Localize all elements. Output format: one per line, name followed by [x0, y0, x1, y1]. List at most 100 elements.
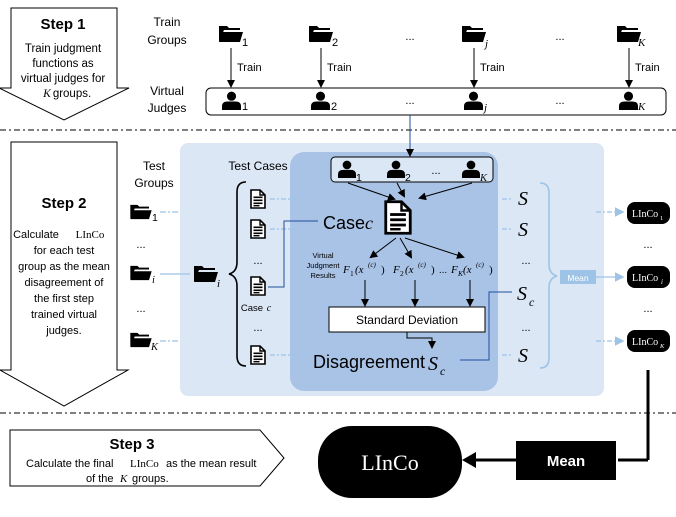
step1-title: Step 1	[40, 16, 85, 33]
test-cases-label: Test Cases	[228, 159, 287, 173]
step2-line-1b: LInCo	[76, 229, 105, 241]
case-judge-sub-k: K	[479, 173, 488, 184]
case-c-small-var: c	[267, 303, 272, 314]
linco-pill-1-sub: 1	[660, 215, 663, 222]
step3-title: Step 3	[109, 436, 154, 453]
group-i-sub: i	[217, 278, 220, 290]
svg-text:): )	[431, 264, 435, 276]
train-groups-label-2: Groups	[147, 33, 186, 47]
f2-formula: F 2 (x (c) )	[392, 261, 435, 278]
disagreement-s: S	[428, 353, 438, 375]
step1-line-2: functions as	[32, 58, 94, 70]
mean-badge	[560, 270, 596, 284]
judge-sub-1: 1	[242, 101, 248, 113]
svg-text:(x: (x	[463, 264, 472, 276]
f1-formula: F 1 (x (c) )	[342, 261, 385, 278]
svg-text:): )	[489, 264, 493, 276]
case-judge-ellipsis: ...	[431, 165, 440, 177]
s-ellipsis-2: ...	[521, 322, 530, 334]
train-label-3: Train	[480, 62, 505, 74]
virtual-judges-label-2: Judges	[148, 101, 187, 115]
train-group-sub-j: j	[483, 38, 488, 50]
final-linco-pill	[318, 426, 462, 498]
svg-text:(x: (x	[405, 264, 414, 276]
train-label-1: Train	[237, 62, 262, 74]
std-label: Standard Deviation	[356, 313, 458, 327]
test-groups-label-2: Groups	[134, 176, 173, 190]
s-value-c-sub: c	[529, 295, 535, 309]
folder-icon	[462, 26, 486, 42]
svg-text:(c): (c)	[476, 261, 484, 269]
mean-badge-label: Mean	[567, 273, 589, 283]
step1-line-4: groups.	[53, 88, 91, 100]
document-icon	[250, 219, 266, 239]
judge-ellipsis-2: ...	[555, 95, 564, 107]
svg-text:1: 1	[350, 269, 354, 278]
linco-pill-1	[627, 202, 670, 224]
step2-line-5: the first step	[34, 293, 94, 305]
case-judge-sub-2: 2	[405, 172, 411, 184]
step1-line-3: virtual judges for	[21, 73, 106, 85]
step2-line-2: for each test	[34, 245, 95, 257]
f-ellipsis: ...	[439, 265, 447, 276]
train-group-sub-2: 2	[332, 37, 338, 49]
train-label-4: Train	[635, 62, 660, 74]
step1-line-1: Train judgment	[25, 43, 102, 55]
final-linco-label: LInCo	[361, 450, 418, 475]
step2-line-1: Calculate	[13, 229, 59, 241]
virtual-judges-box	[205, 87, 667, 116]
results-label-3: Results	[310, 271, 335, 280]
linco-pill-i-sub: i	[661, 278, 663, 286]
document-icon	[250, 345, 266, 365]
folder-icon	[130, 204, 152, 220]
test-group-ellipsis-2: ...	[136, 303, 145, 315]
case-big-label: Case	[323, 213, 365, 233]
case-ellipsis-1: ...	[253, 255, 262, 267]
linco-pill-i	[627, 266, 670, 288]
step2-section: Step 2 Calculate LInCo for each test gro…	[0, 115, 670, 407]
case-judges-box	[330, 156, 494, 183]
step3-line2-k: K	[119, 473, 128, 485]
folder-icon	[194, 266, 218, 282]
test-group-ellipsis-1: ...	[136, 239, 145, 251]
fk-formula: F K (x (c) )	[450, 261, 493, 278]
linco-pill-k-label: LInCo	[632, 337, 658, 348]
case-judge-sub-1: 1	[356, 172, 362, 184]
step3-line1: Calculate the final	[26, 458, 113, 470]
s-value-1: S	[518, 188, 528, 210]
step2-line-3: group as the mean	[18, 261, 110, 273]
s-value-c: S	[517, 283, 527, 305]
folder-icon	[130, 265, 152, 281]
folder-icon	[130, 332, 152, 348]
document-icon	[250, 276, 266, 296]
svg-text:(x: (x	[355, 264, 364, 276]
case-c-small-label: Case	[241, 303, 263, 314]
document-icon	[250, 189, 266, 209]
s-ellipsis: ...	[521, 255, 530, 267]
virtual-judges-label-1: Virtual	[150, 84, 184, 98]
document-icon	[384, 200, 412, 235]
svg-text:F: F	[450, 264, 458, 276]
final-mean-label: Mean	[547, 453, 585, 470]
svg-text:K: K	[457, 269, 464, 278]
step3-section: Step 3 Calculate the final LInCo as the …	[9, 370, 650, 498]
right-brace	[539, 182, 558, 369]
left-brace	[228, 181, 247, 367]
test-group-sub-k: K	[150, 342, 159, 353]
folder-icon	[219, 26, 243, 42]
svg-text:F: F	[342, 264, 350, 276]
svg-text:(c): (c)	[418, 261, 426, 269]
test-group-sub-i: i	[152, 275, 155, 286]
train-label-2: Train	[327, 62, 352, 74]
train-group-sub-1: 1	[242, 37, 248, 49]
train-groups-label-1: Train	[154, 15, 181, 29]
svg-text:(c): (c)	[368, 261, 376, 269]
step3-line1-b: LInCo	[130, 458, 159, 470]
final-mean-box	[516, 441, 616, 480]
judge-sub-2: 2	[331, 101, 337, 113]
step2-title: Step 2	[41, 195, 86, 212]
case-big-var: c	[365, 213, 373, 233]
linco-pill-1-label: LInCo	[632, 209, 658, 220]
